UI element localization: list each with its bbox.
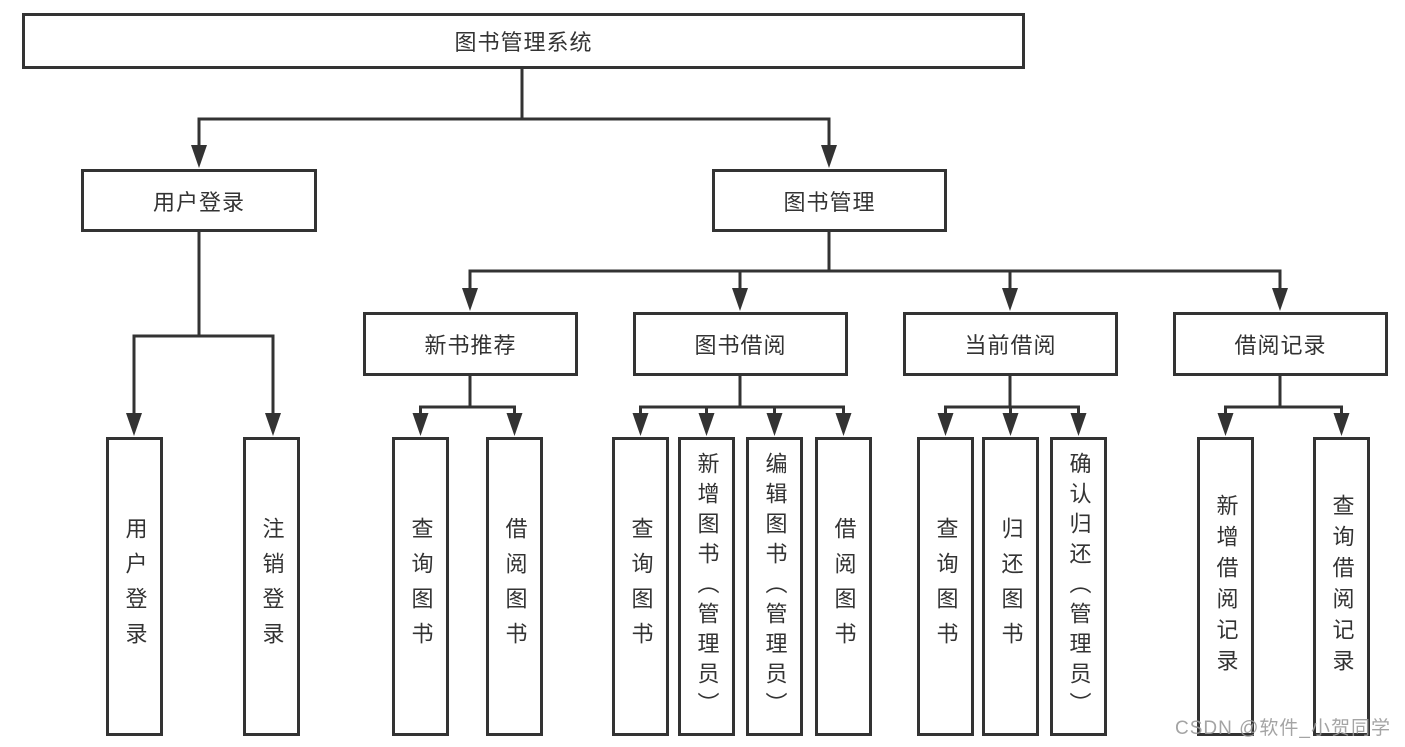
leaf-label: 归还图书 xyxy=(998,516,1024,657)
leaf-label: 借阅图书 xyxy=(502,516,528,657)
node-root-label: 图书管理系统 xyxy=(454,30,593,55)
csdn-watermark: CSDN @软件_小贺同学 xyxy=(1175,718,1391,739)
node-current-borrow: 当前借阅 xyxy=(903,312,1118,376)
leaf-label: 查询图书 xyxy=(933,516,959,657)
leaf-query-books: 查询图书 xyxy=(392,437,449,736)
node-new-book-recommend: 新书推荐 xyxy=(363,312,578,376)
leaf-user-login: 用户登录 xyxy=(106,437,163,736)
leaf-label: 新增图书（管理员） xyxy=(694,451,720,722)
node-label: 用户登录 xyxy=(152,189,245,215)
leaf-logout: 注销登录 xyxy=(243,437,300,736)
leaf-return-books: 归还图书 xyxy=(982,437,1039,736)
leaf-label: 查询借阅记录 xyxy=(1329,493,1355,680)
node-book-borrow: 图书借阅 xyxy=(633,312,848,376)
leaf-query-books: 查询图书 xyxy=(917,437,974,736)
leaf-label: 借阅图书 xyxy=(831,516,857,657)
leaf-label: 查询图书 xyxy=(408,516,434,657)
node-borrow-records: 借阅记录 xyxy=(1173,312,1388,376)
leaf-confirm-return-admin: 确认归还（管理员） xyxy=(1050,437,1107,736)
leaf-borrow-books: 借阅图书 xyxy=(815,437,872,736)
leaf-label: 注销登录 xyxy=(259,516,285,657)
node-root-system: 图书管理系统 xyxy=(22,13,1025,69)
node-label: 当前借阅 xyxy=(964,333,1057,358)
leaf-query-borrow-record: 查询借阅记录 xyxy=(1313,437,1370,736)
node-label: 图书管理 xyxy=(783,189,876,215)
leaf-label: 编辑图书（管理员） xyxy=(762,451,788,722)
leaf-label: 新增借阅记录 xyxy=(1213,493,1239,680)
leaf-label: 确认归还（管理员） xyxy=(1066,451,1092,722)
node-user-login: 用户登录 xyxy=(81,169,317,232)
node-book-management: 图书管理 xyxy=(712,169,947,232)
node-label: 图书借阅 xyxy=(694,333,787,358)
leaf-add-books-admin: 新增图书（管理员） xyxy=(678,437,735,736)
leaf-label: 用户登录 xyxy=(122,516,148,657)
leaf-edit-books-admin: 编辑图书（管理员） xyxy=(746,437,803,736)
leaf-borrow-books: 借阅图书 xyxy=(486,437,543,736)
node-label: 新书推荐 xyxy=(424,333,517,358)
node-label: 借阅记录 xyxy=(1234,333,1327,358)
leaf-label: 查询图书 xyxy=(628,516,654,657)
leaf-add-borrow-record: 新增借阅记录 xyxy=(1197,437,1254,736)
leaf-query-books: 查询图书 xyxy=(612,437,669,736)
